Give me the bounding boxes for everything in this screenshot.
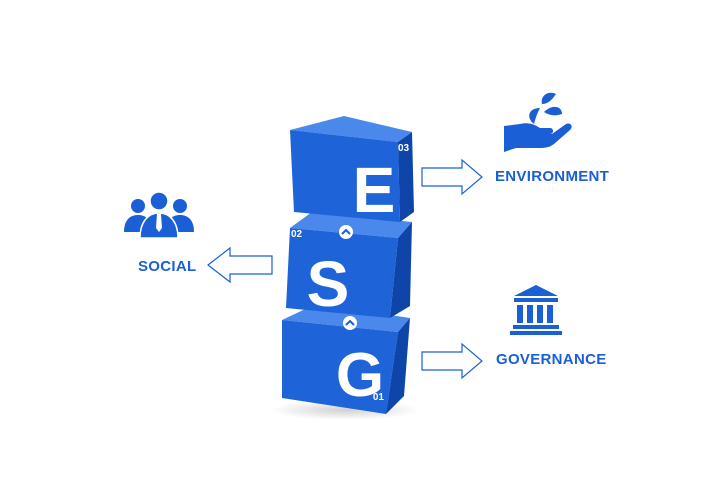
cube-s-letter: S [307, 248, 350, 320]
cube-s: S 02 [286, 212, 412, 320]
cube-s-number: 02 [291, 229, 303, 240]
chevron-up-icon [339, 225, 353, 239]
arrow-right-environment [421, 158, 483, 196]
cube-e-number: 03 [398, 143, 410, 154]
chevron-up-icon [343, 316, 357, 330]
governance-label: GOVERNANCE [496, 351, 607, 368]
cube-g: G 01 [282, 304, 410, 414]
cube-e: E 03 [290, 116, 414, 226]
cube-g-number: 01 [373, 392, 385, 403]
environment-label: ENVIRONMENT [495, 168, 610, 185]
bank-building-icon [510, 285, 562, 335]
hand-leaves-icon [504, 92, 572, 152]
arrow-right-governance [421, 342, 483, 380]
social-label: SOCIAL [138, 258, 197, 275]
people-group-icon [124, 191, 194, 239]
cube-e-letter: E [353, 154, 396, 226]
arrow-left-social [207, 246, 273, 284]
cube-g-letter: G [336, 341, 384, 410]
